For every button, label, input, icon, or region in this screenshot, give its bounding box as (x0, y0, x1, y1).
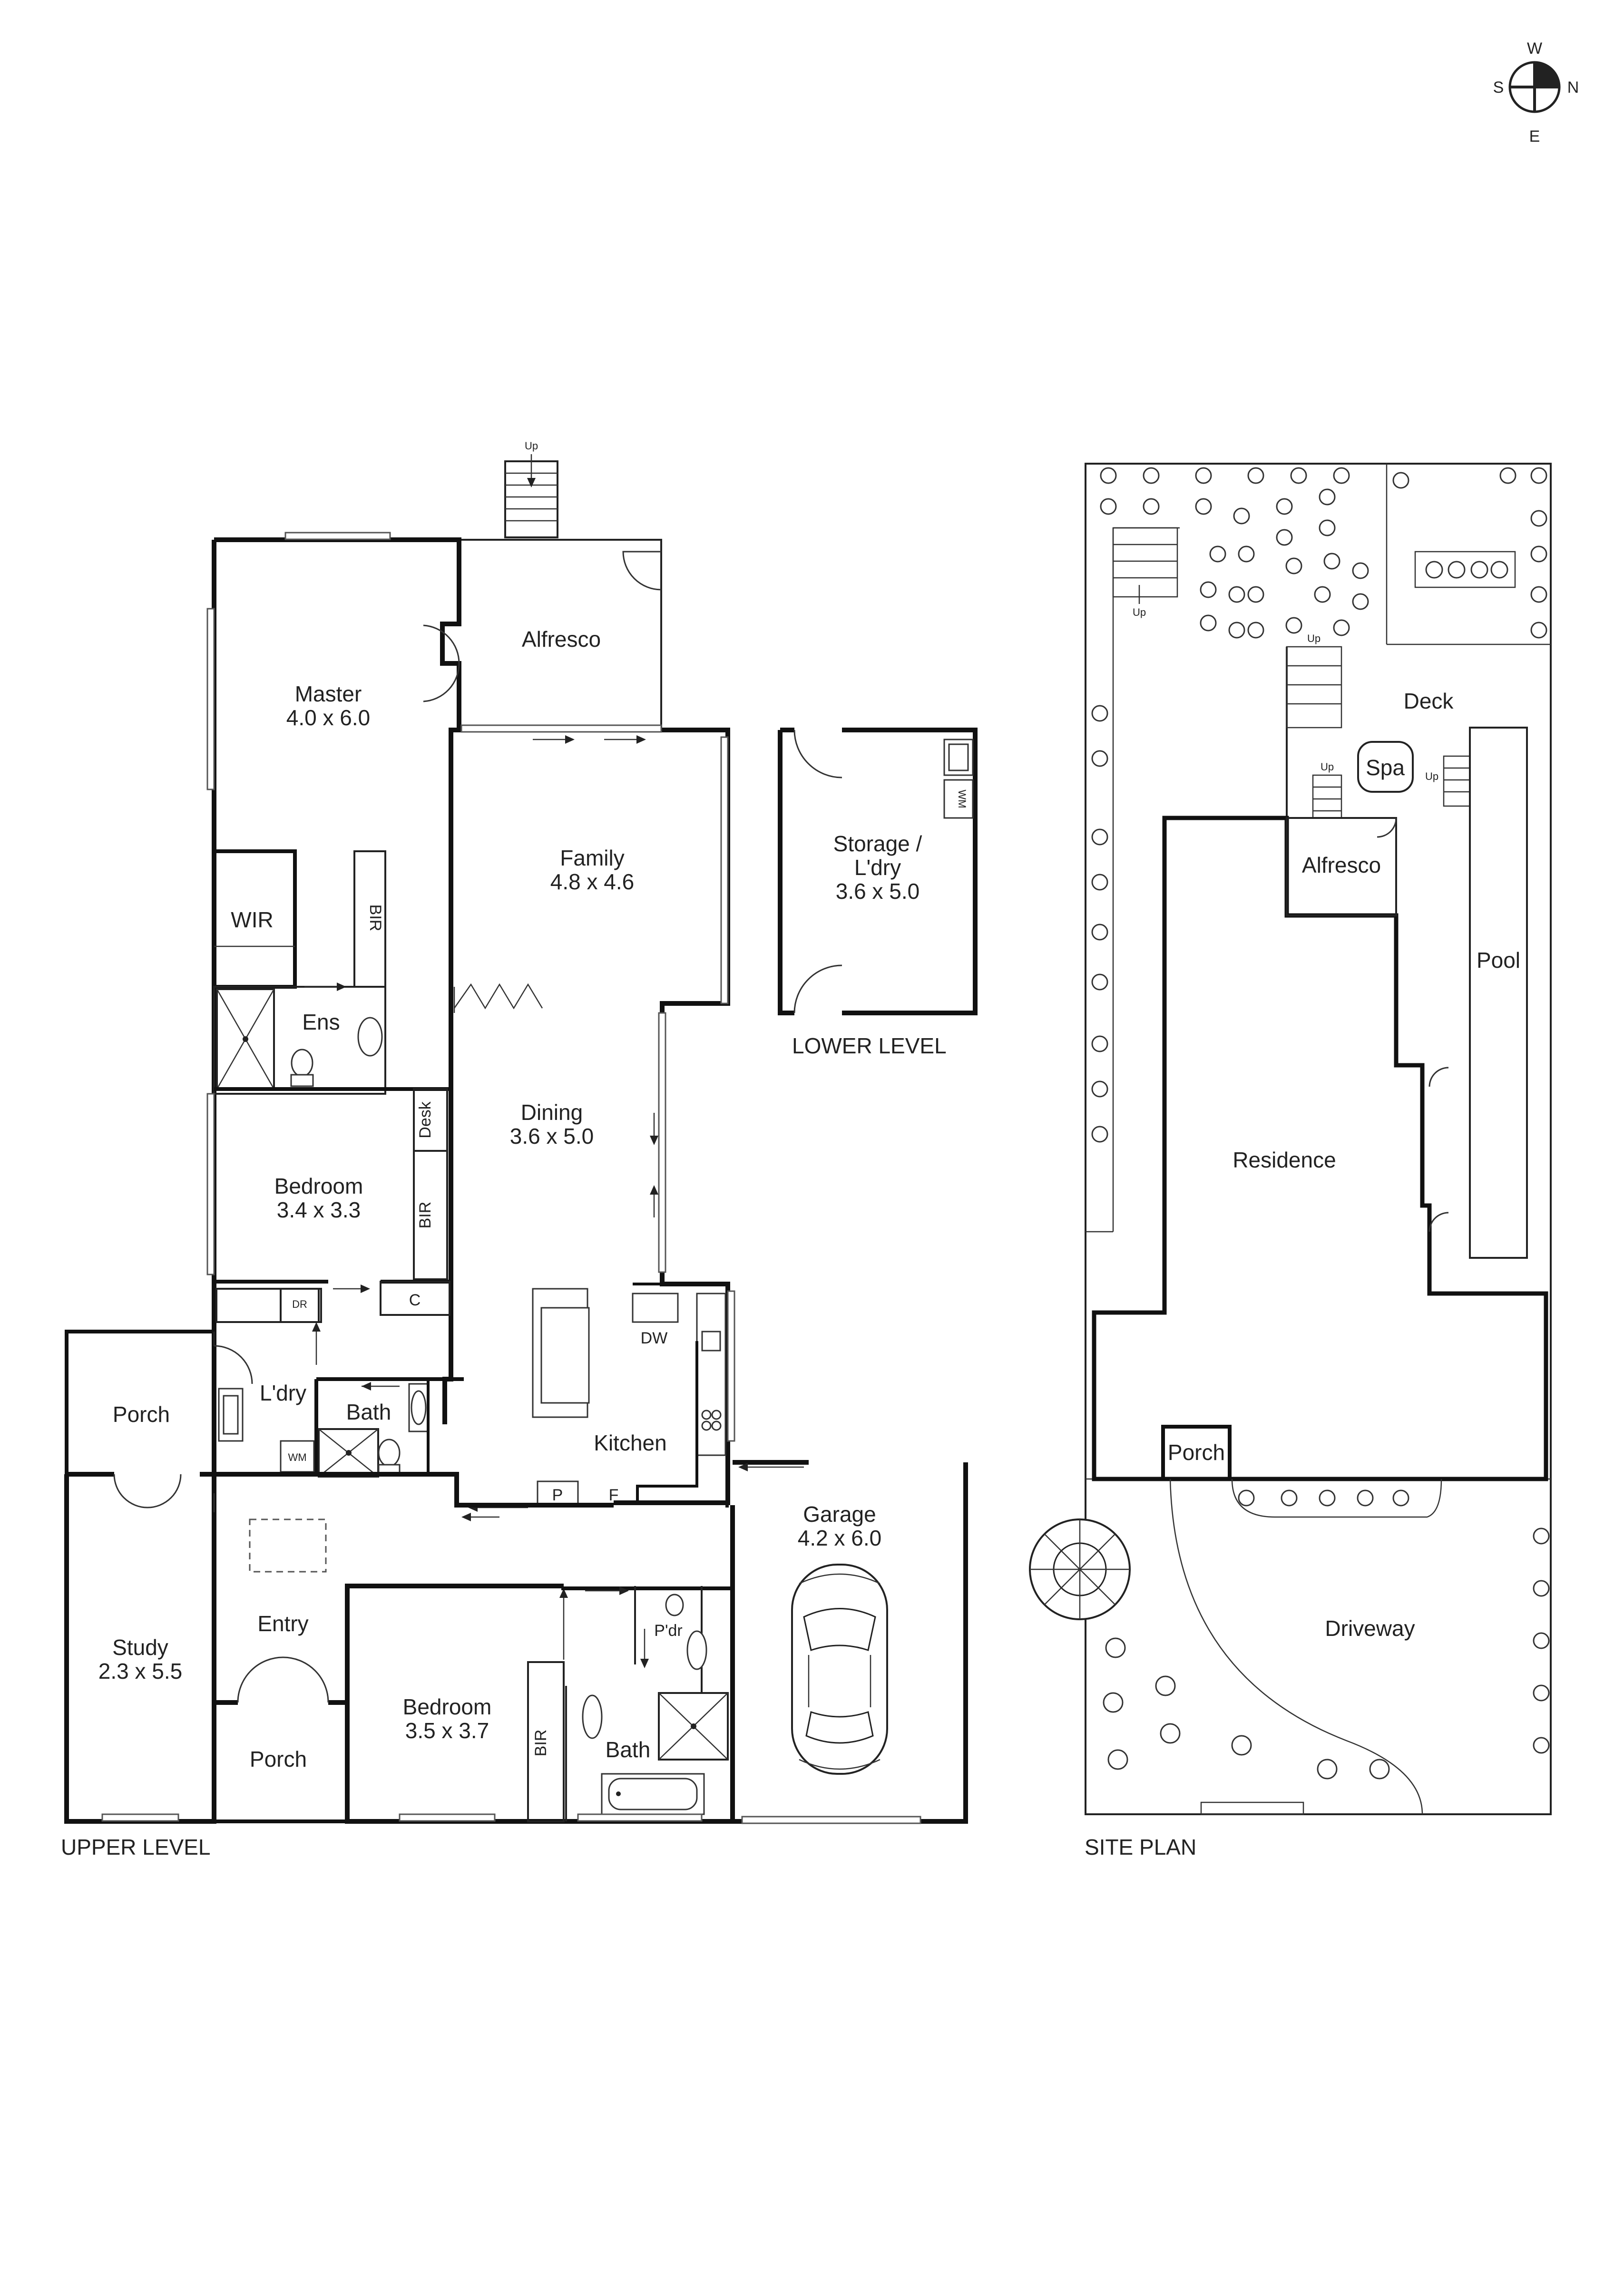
bir-master-label: BIR (366, 905, 384, 932)
compass: W E S N (1493, 39, 1579, 146)
deck-label: Deck (1404, 689, 1454, 713)
bir-bed2-label: BIR (532, 1730, 550, 1757)
family-size: 4.8 x 4.6 (550, 869, 634, 894)
lower-wm-label: WM (956, 789, 968, 808)
kitchen-label: Kitchen (594, 1430, 666, 1455)
compass-east: E (1529, 127, 1540, 146)
ens-label: Ens (302, 1010, 340, 1034)
bath-1-label: Bath (346, 1400, 391, 1424)
stair-up-label: Up (525, 440, 538, 452)
dr-label: DR (292, 1298, 307, 1310)
lower-level-plan: WM Storage / L'dry 3.6 x 5.0 LOWER LEVEL (778, 728, 978, 1058)
powder-label: P'dr (654, 1622, 682, 1640)
tree-icon (1029, 1518, 1131, 1620)
pantry-label: P (552, 1486, 563, 1504)
upper-level-plan: Up BIR WIR Ens Desk BIR (61, 440, 968, 1859)
c-label: C (409, 1291, 421, 1309)
site-up-label-4: Up (1425, 770, 1438, 782)
bath-2-label: Bath (606, 1737, 651, 1762)
storage-label-2: L'dry (854, 855, 901, 880)
garage-size: 4.2 x 6.0 (798, 1526, 881, 1550)
master-label: Master (295, 681, 362, 706)
compass-north: N (1567, 78, 1579, 97)
spa-label: Spa (1366, 755, 1405, 780)
wm-label: WM (288, 1451, 306, 1463)
study-label: Study (112, 1635, 168, 1660)
porch-west-label: Porch (113, 1402, 170, 1427)
site-plan: Up Up Up Spa Deck Up Pool Alfresco Resid… (1029, 463, 1552, 1859)
residence-label: Residence (1233, 1148, 1336, 1172)
wir-label: WIR (231, 907, 273, 932)
dw-label: DW (641, 1329, 668, 1347)
porch-entry-label: Porch (250, 1747, 307, 1771)
driveway-label: Driveway (1325, 1616, 1415, 1641)
bedroom-1-size: 3.4 x 3.3 (277, 1197, 361, 1222)
bedroom-1-label: Bedroom (274, 1174, 363, 1198)
bedroom-2-label: Bedroom (403, 1694, 492, 1719)
study-size: 2.3 x 5.5 (98, 1659, 182, 1683)
entry-label: Entry (257, 1611, 308, 1636)
site-plan-caption: SITE PLAN (1085, 1835, 1196, 1859)
site-up-label-3: Up (1321, 761, 1334, 773)
storage-size: 3.6 x 5.0 (836, 879, 920, 904)
family-label: Family (560, 846, 624, 870)
upper-level-caption: UPPER LEVEL (61, 1835, 210, 1859)
compass-west: W (1527, 39, 1542, 58)
pool-label: Pool (1477, 948, 1520, 973)
alfresco-label: Alfresco (522, 627, 601, 652)
site-up-label-1: Up (1133, 606, 1146, 618)
laundry-label: L'dry (260, 1381, 306, 1405)
master-size: 4.0 x 6.0 (286, 705, 370, 730)
site-up-label-2: Up (1307, 632, 1321, 644)
site-porch-label: Porch (1168, 1440, 1225, 1465)
desk-label: Desk (416, 1101, 434, 1138)
car-icon (791, 1564, 888, 1775)
bedroom-2-size: 3.5 x 3.7 (405, 1718, 489, 1743)
shrub-icons (1091, 467, 1550, 1780)
site-alfresco-label: Alfresco (1302, 853, 1381, 877)
storage-label: Storage / (833, 831, 922, 856)
dining-label: Dining (521, 1100, 583, 1125)
compass-south: S (1493, 78, 1504, 97)
bir-bed1-label: BIR (416, 1202, 434, 1229)
fridge-label: F (609, 1486, 619, 1504)
lower-level-caption: LOWER LEVEL (792, 1033, 947, 1058)
garage-label: Garage (803, 1502, 876, 1527)
dining-size: 3.6 x 5.0 (510, 1124, 594, 1148)
alfresco-stairs: Up (504, 440, 558, 538)
